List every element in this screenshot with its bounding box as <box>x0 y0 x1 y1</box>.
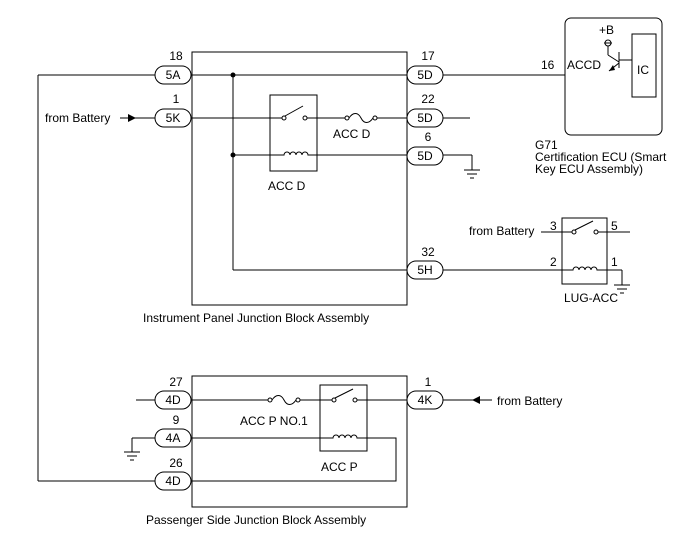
connector-shell <box>154 471 192 491</box>
connector-pin: 27 <box>169 375 183 389</box>
lug-pin-3: 3 <box>550 219 557 233</box>
transistor-arrow-icon <box>609 65 615 71</box>
ecu-terminal-label: ACCD <box>567 58 601 72</box>
relay-contact <box>281 115 287 121</box>
from-battery-label: from Battery <box>45 111 110 125</box>
connector-label: 4D <box>165 474 181 488</box>
relay-switch-arm <box>284 105 304 117</box>
from-battery-label: from Battery <box>469 224 534 238</box>
ic-box <box>631 33 657 98</box>
connector-4d-26: 26 4D <box>154 456 192 491</box>
connector-4k-1: 1 4K <box>406 375 444 410</box>
arrow-left-icon <box>472 396 480 404</box>
fuse-terminal <box>267 397 273 403</box>
connector-pin: 6 <box>425 130 432 144</box>
relay-contact <box>331 397 337 403</box>
lug-pin-2: 2 <box>550 255 557 269</box>
ground-symbol <box>124 451 140 461</box>
connector-label: 5H <box>417 263 432 277</box>
certification-ecu: +B IC ACCD 16 G71 Certification ECU (Sma… <box>535 17 667 176</box>
transistor-collector <box>607 54 620 63</box>
connector-4d-27: 27 4D <box>154 375 192 410</box>
connector-label: 5D <box>417 149 433 163</box>
connector-5d-22: 22 5D <box>406 92 444 128</box>
arrow-right-icon <box>128 114 136 122</box>
fuse-terminal <box>344 115 350 121</box>
ip-jb-title: Instrument Panel Junction Block Assembly <box>143 311 369 325</box>
connector-label: 4A <box>166 431 181 445</box>
connector-label: 5D <box>417 111 433 125</box>
ip-jb-outline <box>191 51 408 306</box>
connector-pin: 1 <box>425 375 432 389</box>
lug-pin-5: 5 <box>611 219 618 233</box>
connector-label: 5A <box>166 68 181 82</box>
acc-p-fuse-label: ACC P NO.1 <box>240 414 308 428</box>
connector-5k-1: 1 5K <box>154 92 192 128</box>
lug-acc-outline <box>561 217 608 285</box>
ground-symbol <box>614 284 630 294</box>
ps-jb-outline <box>191 375 408 508</box>
connector-pin: 17 <box>421 49 435 63</box>
ground-symbol <box>464 169 480 179</box>
lug-pin-1: 1 <box>611 255 618 269</box>
acc-d-fuse <box>348 113 374 123</box>
connector-pin: 32 <box>421 245 435 259</box>
connector-pin: 26 <box>169 456 183 470</box>
acc-p-coil-loop <box>192 434 397 482</box>
connector-shell <box>406 146 444 166</box>
connector-pin: 9 <box>173 413 180 427</box>
acc-p-relay-label: ACC P <box>321 460 358 474</box>
instrument-panel-junction-block: Instrument Panel Junction Block Assembly… <box>143 49 444 325</box>
passenger-side-junction-block: Passenger Side Junction Block Assembly A… <box>146 375 444 527</box>
connector-pin: 1 <box>173 92 180 106</box>
ecu-pin: 16 <box>541 58 555 72</box>
relay-contact <box>593 229 599 235</box>
relay-contact <box>571 229 577 235</box>
relay-contact <box>302 115 308 121</box>
connector-label: 4K <box>418 393 433 407</box>
lug-acc-coil <box>560 266 622 271</box>
connector-label: 4D <box>165 393 181 407</box>
fuse-terminal <box>295 397 301 403</box>
relay-contact <box>352 397 358 403</box>
connector-pin: 18 <box>169 49 183 63</box>
acc-p-fuse <box>271 395 297 405</box>
lug-acc-label: LUG-ACC <box>564 291 618 305</box>
connector-5a-18: 18 5A <box>154 49 192 85</box>
connector-label: 5D <box>417 68 433 82</box>
lug-acc-relay: from Battery 3 5 2 1 LUG-ACC <box>469 217 630 305</box>
ecu-supply-label: +B <box>599 23 614 37</box>
relay-switch-arm <box>574 220 594 231</box>
connector-5d-6: 6 5D <box>406 130 444 166</box>
ecu-name-line1: Certification ECU (Smart <box>535 150 667 164</box>
fuse-terminal <box>372 115 378 121</box>
connector-5d-17: 17 5D <box>406 49 444 85</box>
connector-pin: 22 <box>421 92 435 106</box>
connector-4a-9: 9 4A <box>154 413 192 448</box>
from-battery-label: from Battery <box>497 394 562 408</box>
acc-d-coil <box>270 151 317 156</box>
ecu-code: G71 <box>535 138 558 152</box>
acc-d-fuse-label: ACC D <box>333 127 371 141</box>
connector-5h-32: 32 5H <box>406 245 444 280</box>
acc-d-relay <box>269 94 318 172</box>
acc-p-relay <box>319 384 368 452</box>
acc-d-relay-label: ACC D <box>268 179 306 193</box>
ecu-name-line2: Key ECU Assembly) <box>535 162 643 176</box>
connector-label: 5K <box>166 111 181 125</box>
ps-jb-title: Passenger Side Junction Block Assembly <box>146 513 366 527</box>
relay-switch-arm <box>334 388 354 399</box>
ic-label: IC <box>637 63 649 77</box>
